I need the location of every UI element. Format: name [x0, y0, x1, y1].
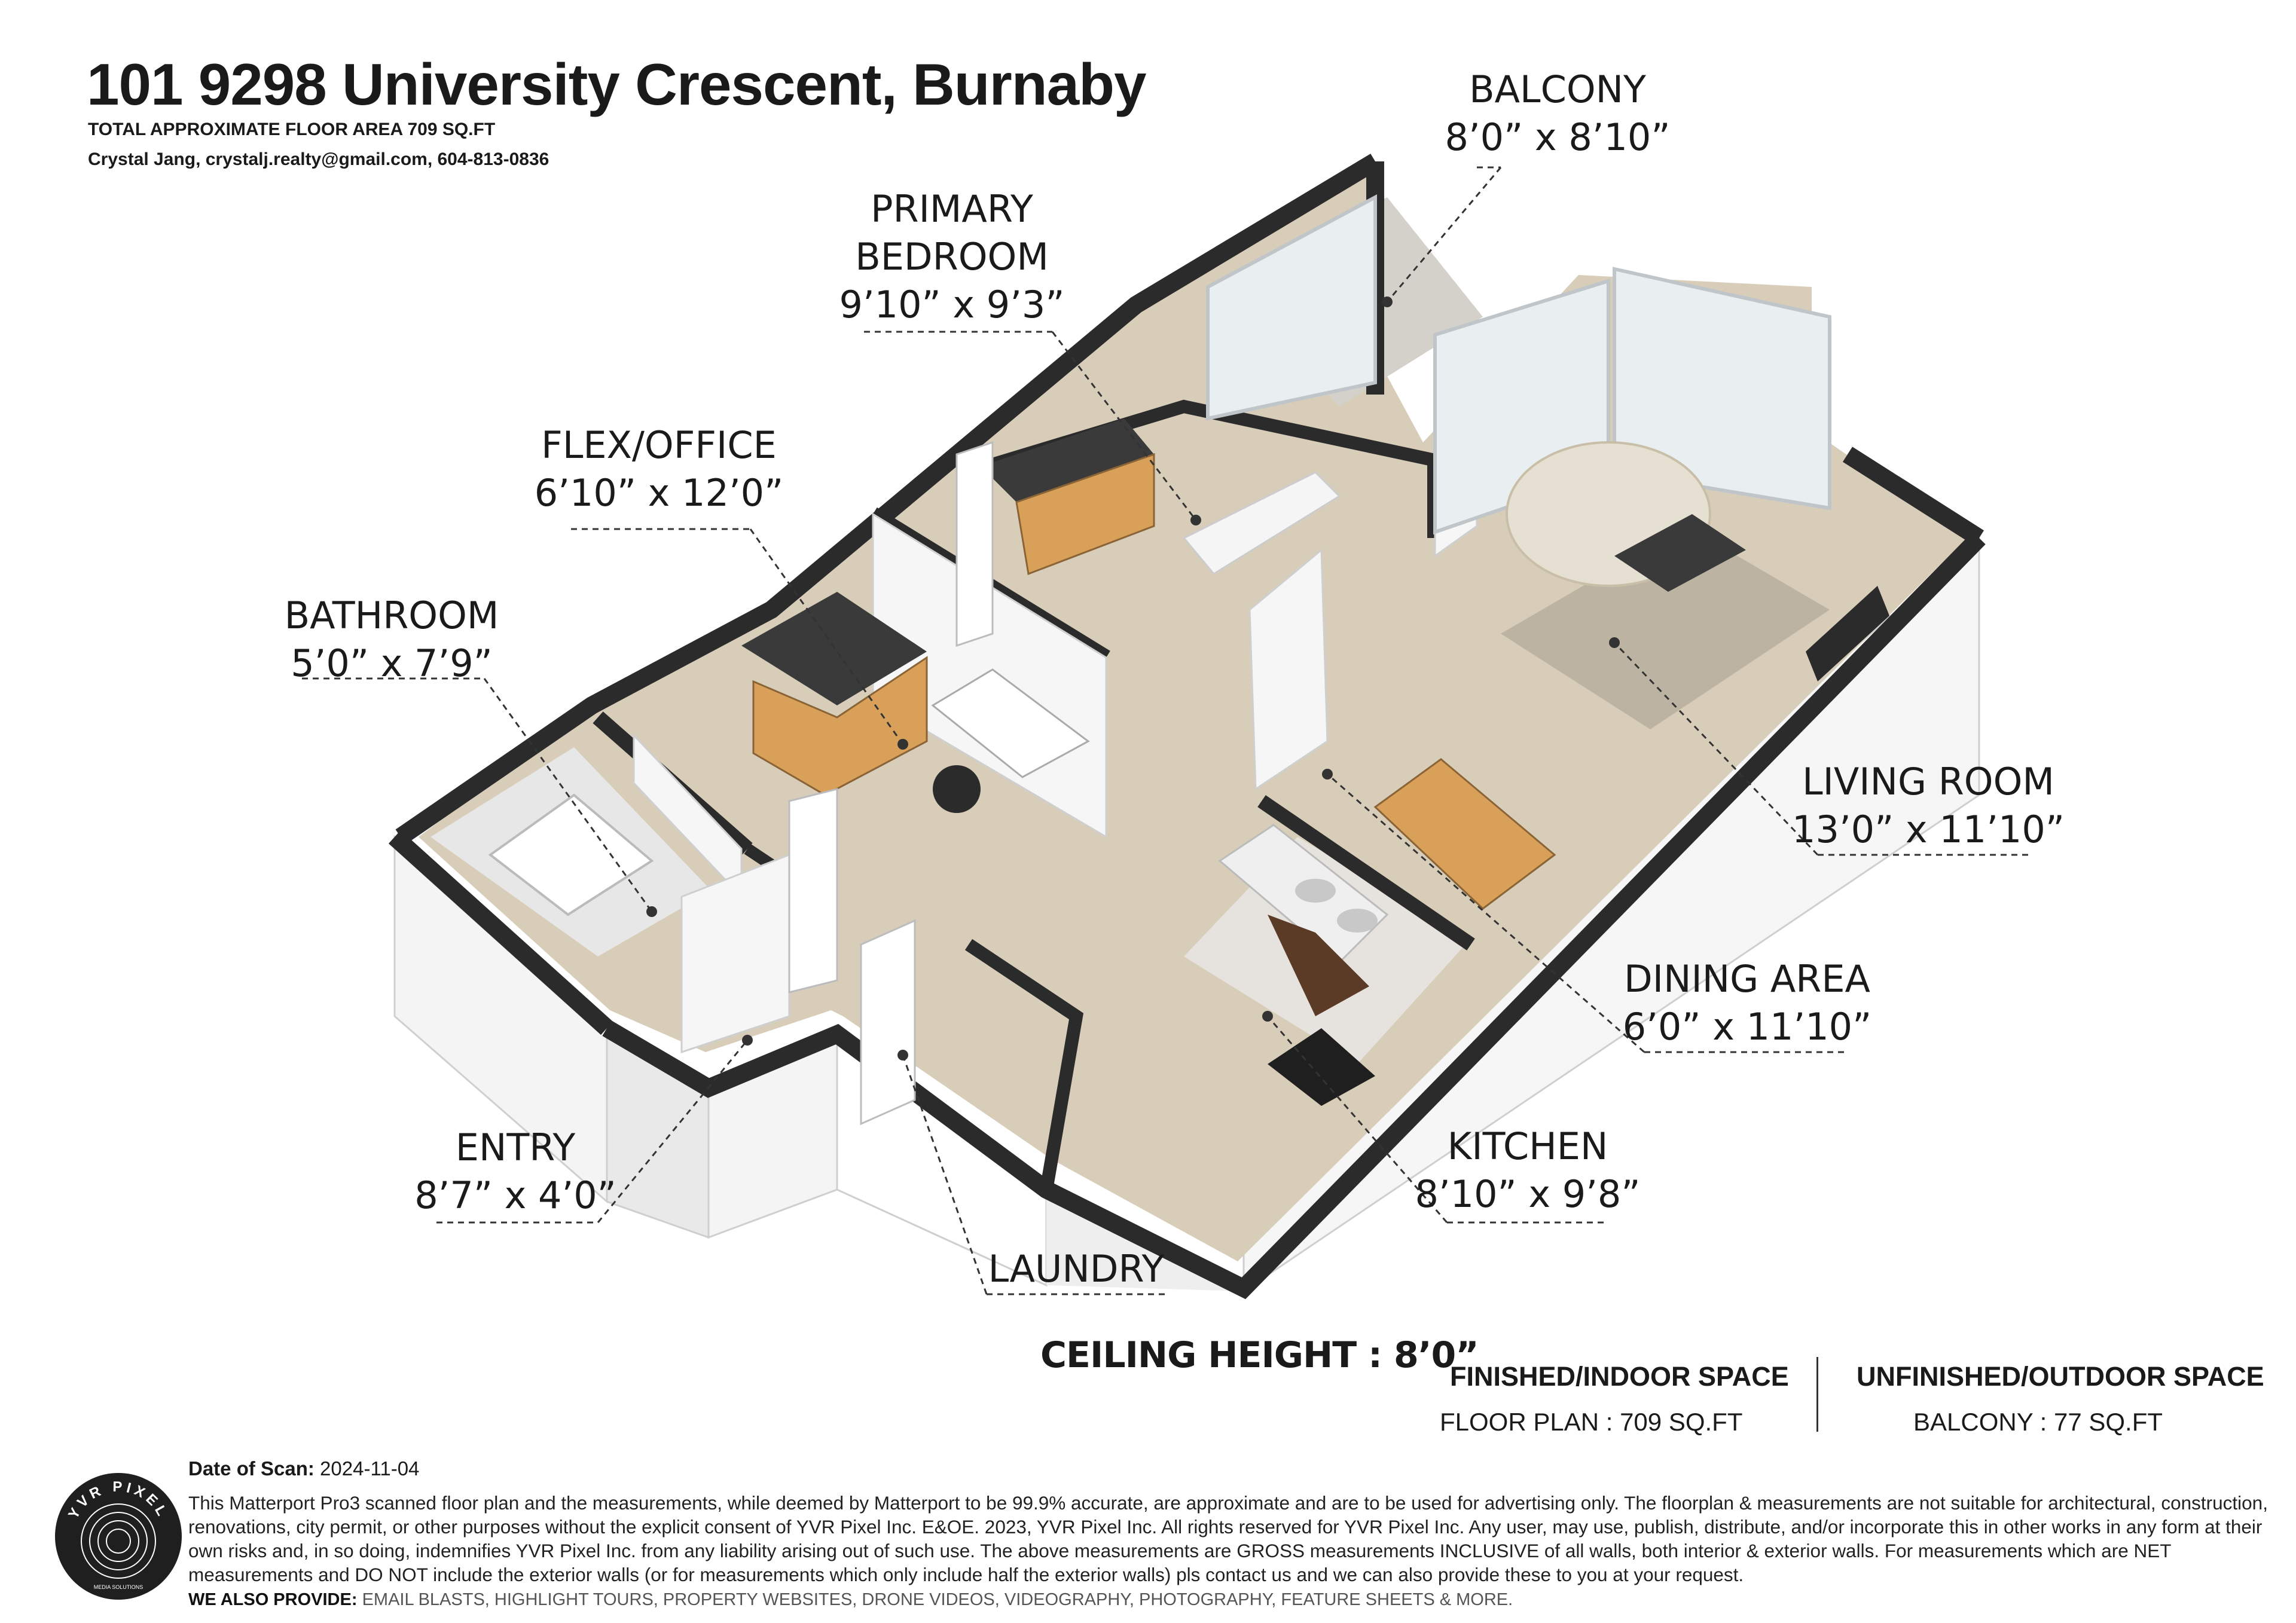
- kitchen-dimensions: 8’10” x 9’8”: [1415, 1172, 1641, 1216]
- dining-area-name: DINING AREA: [1624, 957, 1870, 1001]
- services-line: WE ALSO PROVIDE: EMAIL BLASTS, HIGHLIGHT…: [188, 1590, 1513, 1610]
- scan-date-line: Date of Scan: 2024-11-04: [188, 1457, 419, 1480]
- bed: [1182, 471, 1341, 575]
- finished-space-value: FLOOR PLAN : 709 SQ.FT: [1440, 1408, 1743, 1436]
- primary-bedroom-name-line1: PRIMARY: [871, 187, 1033, 231]
- listing-title: 101 9298 University Crescent, Burnaby: [87, 51, 1146, 117]
- floor-plan-illustration: [302, 154, 2033, 1300]
- total-area-line: TOTAL APPROXIMATE FLOOR AREA 709 SQ.FT: [88, 120, 496, 139]
- scan-date-label: Date of Scan:: [188, 1457, 315, 1480]
- living-room-name: LIVING ROOM: [1802, 760, 2054, 803]
- kitchen-name: KITCHEN: [1447, 1124, 1608, 1168]
- logo-subtext: MEDIA SOLUTIONS: [94, 1584, 144, 1590]
- room-label-kitchen: KITCHEN 8’10” x 9’8”: [1415, 1123, 1641, 1218]
- leader-dots: [646, 297, 1620, 1060]
- windows: [1206, 194, 1831, 535]
- room-label-flex-office: FLEX/OFFICE 6’10” x 12’0”: [535, 421, 783, 517]
- primary-bedroom-name-line2: BEDROOM: [855, 235, 1049, 279]
- unfinished-space-value: BALCONY : 77 SQ.FT: [1913, 1408, 2163, 1436]
- bathtub: [488, 793, 654, 916]
- living-rug: [1501, 526, 1830, 729]
- doors: [788, 441, 994, 1126]
- bathroom-dimensions: 5’0” x 7’9”: [291, 641, 493, 685]
- kitchen-fixtures: [1218, 824, 1389, 1106]
- living-room-dimensions: 13’0” x 11’10”: [1792, 808, 2065, 851]
- summary-divider: [1816, 1357, 1818, 1432]
- bathroom-name: BATHROOM: [284, 594, 499, 637]
- room-label-primary-bedroom: PRIMARY BEDROOM 9’10” x 9’3”: [839, 185, 1065, 329]
- unfinished-space-heading: UNFINISHED/OUTDOOR SPACE: [1857, 1361, 2264, 1392]
- room-label-entry: ENTRY 8’7” x 4’0”: [414, 1124, 616, 1219]
- disclaimer-text: This Matterport Pro3 scanned floor plan …: [188, 1492, 2268, 1585]
- room-label-balcony: BALCONY 8’0” x 8’10”: [1445, 66, 1671, 161]
- primary-bedroom-dimensions: 9’10” x 9’3”: [839, 283, 1065, 326]
- dining-area-dimensions: 6’0” x 11’10”: [1622, 1005, 1872, 1049]
- balcony-name: BALCONY: [1469, 68, 1646, 111]
- leader-lines: [302, 166, 2033, 1295]
- finished-space-heading: FINISHED/INDOOR SPACE: [1450, 1361, 1789, 1392]
- room-label-laundry: LAUNDRY: [988, 1245, 1165, 1293]
- living-furniture: [1506, 441, 1889, 681]
- ceiling-height: CEILING HEIGHT : 8’0”: [1040, 1334, 1479, 1376]
- storage-units: [741, 418, 1155, 796]
- room-label-living-room: LIVING ROOM 13’0” x 11’10”: [1792, 758, 2065, 854]
- office-desk: [931, 668, 1090, 813]
- balcony-dimensions: 8’0” x 8’10”: [1445, 115, 1671, 159]
- services-label: WE ALSO PROVIDE:: [188, 1590, 358, 1609]
- entry-dimensions: 8’7” x 4’0”: [414, 1173, 616, 1217]
- flex-office-dimensions: 6’10” x 12’0”: [534, 471, 784, 515]
- scan-date-value: 2024-11-04: [320, 1457, 420, 1480]
- room-label-dining-area: DINING AREA 6’0” x 11’10”: [1623, 955, 1871, 1051]
- services-list: EMAIL BLASTS, HIGHLIGHT TOURS, PROPERTY …: [362, 1590, 1513, 1609]
- entry-name: ENTRY: [455, 1126, 576, 1169]
- room-label-bathroom: BATHROOM 5’0” x 7’9”: [285, 592, 499, 687]
- contact-line: Crystal Jang, crystalj.realty@gmail.com,…: [88, 149, 549, 169]
- laundry-name: LAUNDRY: [988, 1247, 1165, 1291]
- dining-set: [1373, 758, 1556, 910]
- yvr-pixel-logo: YVR PIXEL MEDIA SOLUTIONS: [55, 1473, 182, 1600]
- flex-office-name: FLEX/OFFICE: [541, 423, 777, 467]
